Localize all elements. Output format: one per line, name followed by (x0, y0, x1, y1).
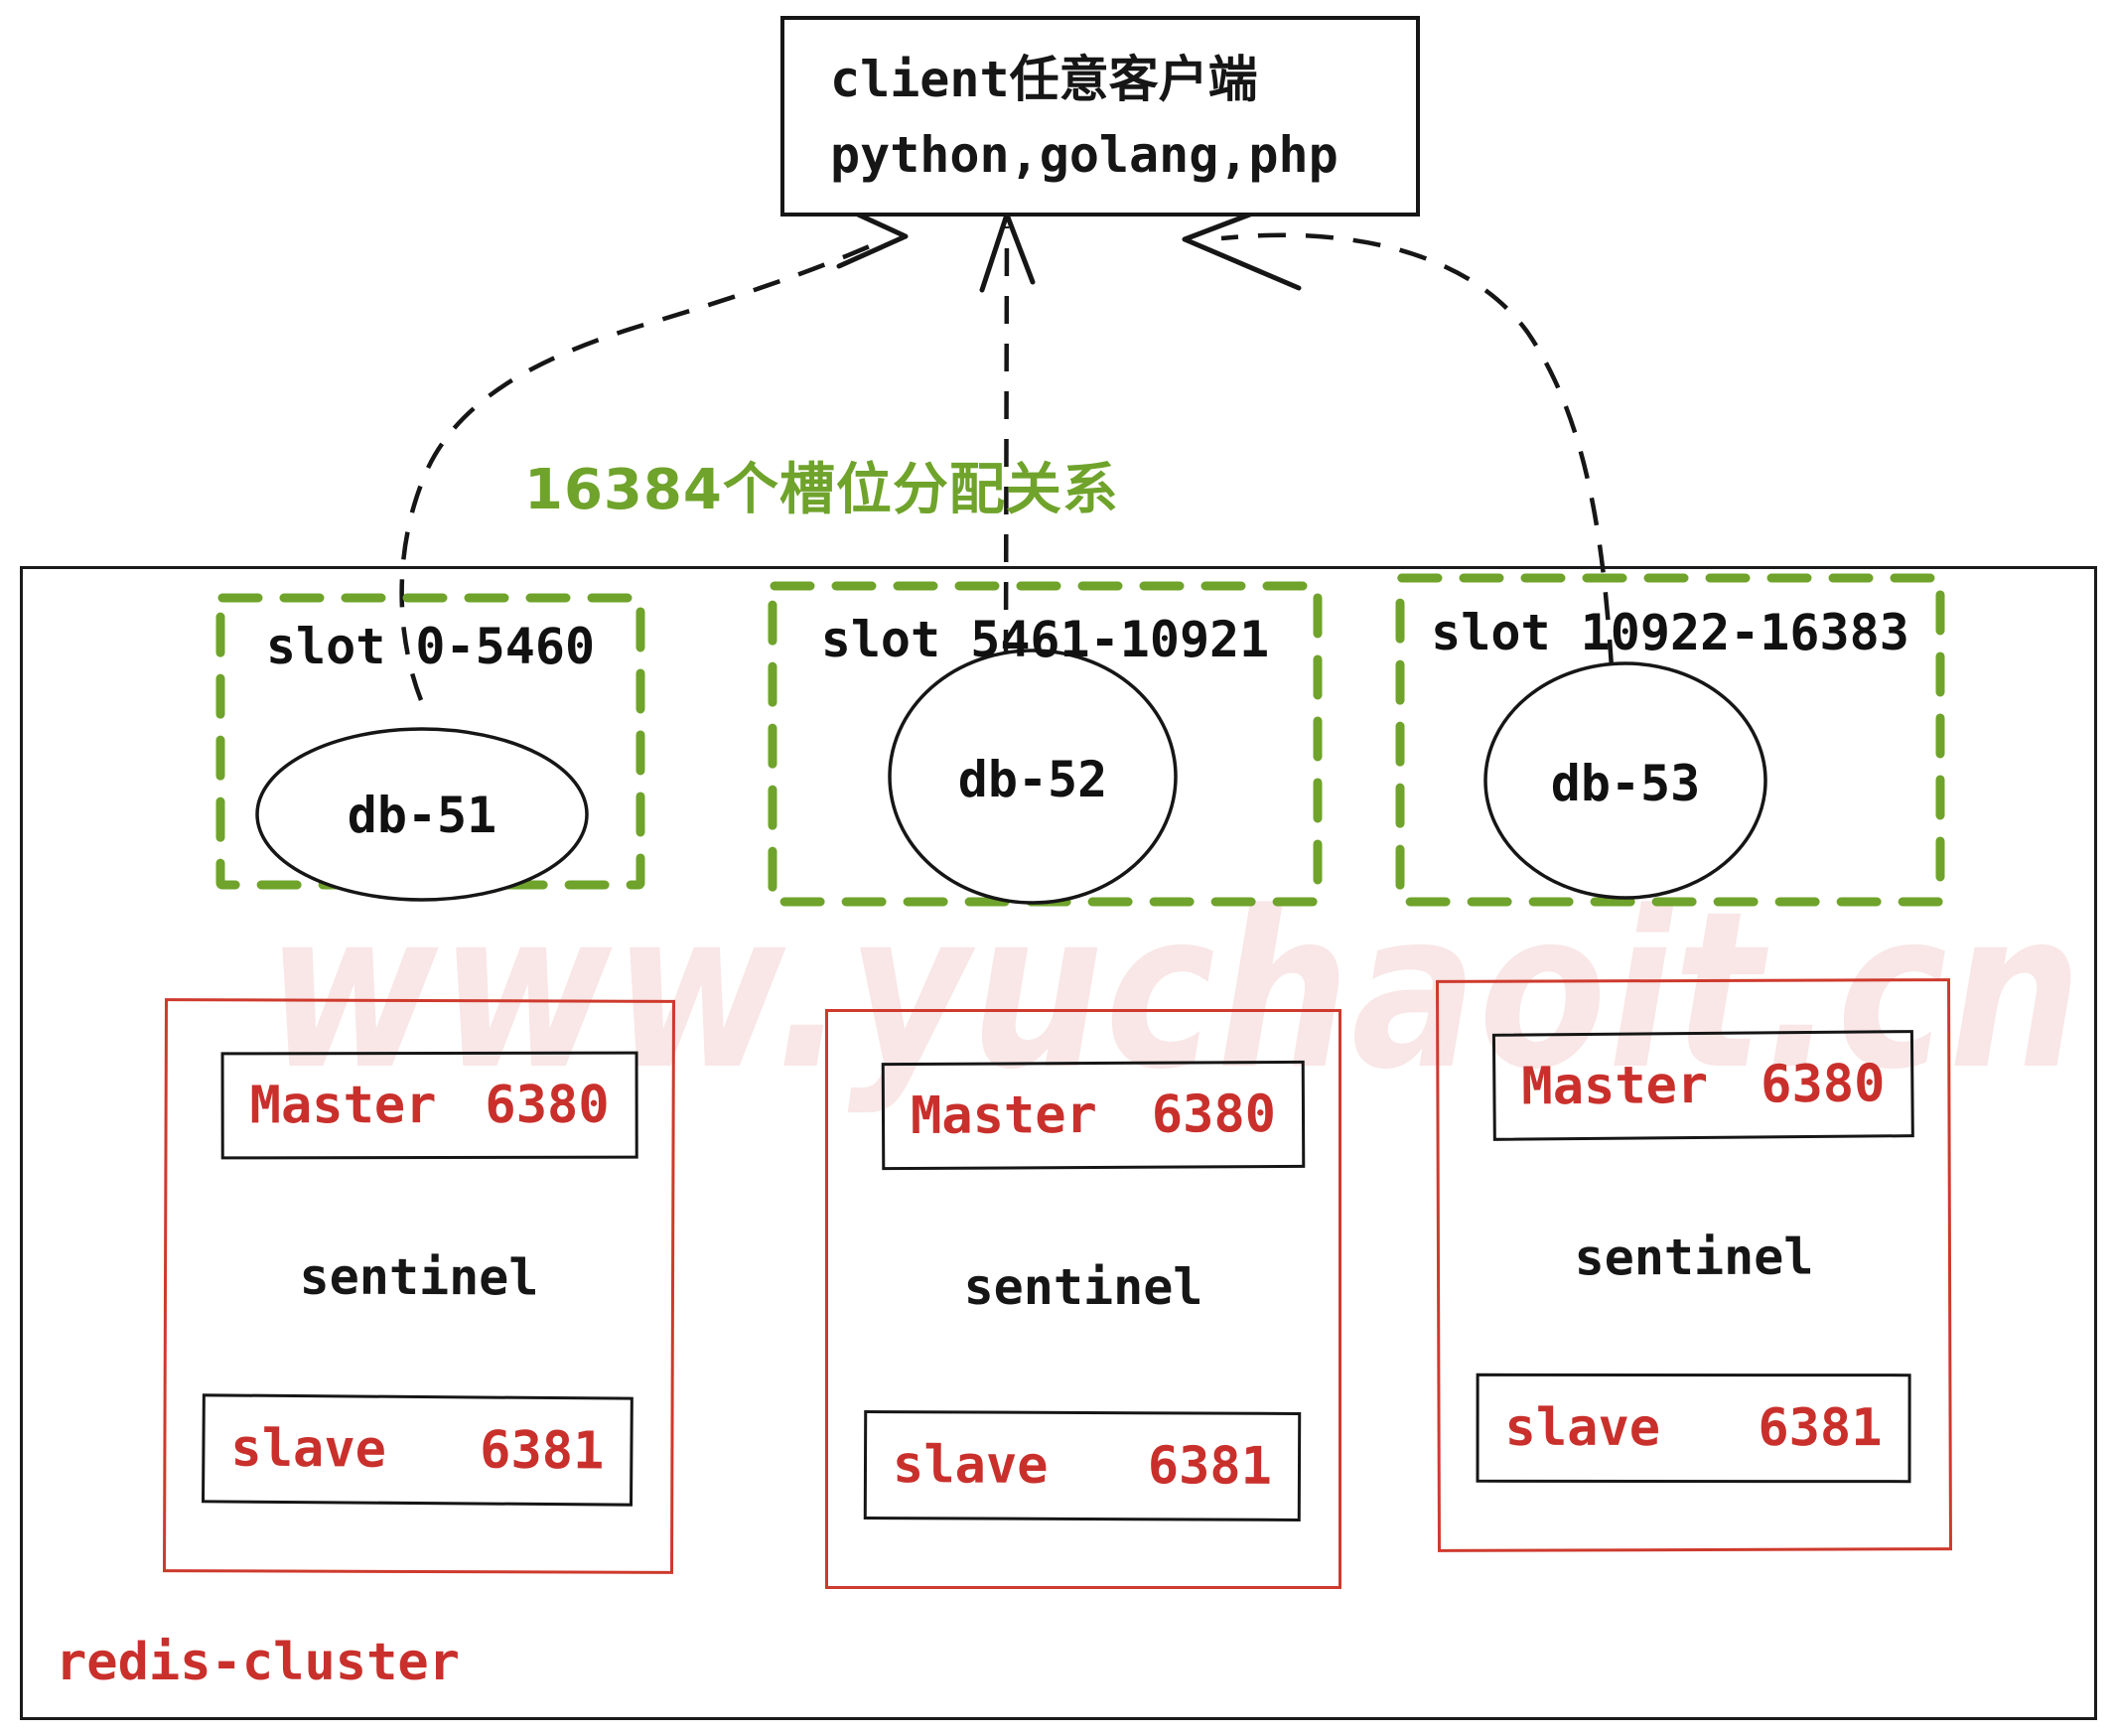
redis-node-3: Master 6380 sentinel slave 6381 (1435, 978, 1953, 1552)
db-51-label: db-51 (347, 787, 497, 844)
arrowhead-left (836, 211, 909, 269)
redis-node-1: Master 6380 sentinel slave 6381 (162, 998, 676, 1574)
master-box-1: Master 6380 (220, 1051, 638, 1160)
master-label: Master (1521, 1055, 1709, 1117)
slave-label: slave (1504, 1397, 1661, 1458)
slave-port: 6381 (1147, 1436, 1273, 1497)
master-box-3: Master 6380 (1491, 1030, 1914, 1141)
slave-box-1: slave 6381 (201, 1393, 634, 1507)
redis-cluster-container-box (20, 566, 2097, 1720)
watermark-text: www.yuchaoit.cn (266, 866, 2083, 1117)
redis-cluster-label: redis-cluster (56, 1633, 460, 1692)
sentinel-label-3: sentinel (1574, 1228, 1814, 1287)
slave-box-3: slave 6381 (1476, 1373, 1911, 1484)
redis-node-2: Master 6380 sentinel slave 6381 (825, 1009, 1341, 1589)
master-label: Master (249, 1076, 437, 1136)
master-port: 6380 (1151, 1085, 1277, 1145)
slave-label: slave (892, 1435, 1049, 1496)
db-53-label: db-53 (1550, 755, 1701, 812)
client-box: client任意客户端 python,golang,php (780, 16, 1420, 217)
sentinel-label-1: sentinel (299, 1247, 539, 1307)
master-box-2: Master 6380 (881, 1060, 1306, 1171)
slave-box-2: slave 6381 (863, 1410, 1302, 1521)
master-port: 6380 (485, 1075, 610, 1135)
client-line2: python,golang,php (830, 126, 1339, 184)
slave-label: slave (230, 1418, 387, 1480)
slave-port: 6381 (479, 1420, 605, 1482)
arrowhead-middle (979, 212, 1036, 293)
db-52-label: db-52 (957, 751, 1108, 808)
slot-range-label-3: slot 10922-16383 (1431, 604, 1909, 661)
master-label: Master (910, 1085, 1098, 1146)
slave-port: 6381 (1758, 1398, 1883, 1459)
slot-range-label-2: slot 5461-10921 (820, 611, 1270, 668)
slot-range-label-1: slot 0-5460 (265, 618, 596, 675)
slots-allocation-note: 16384个槽位分配关系 (524, 458, 1119, 522)
client-line1: client任意客户端 (830, 51, 1258, 108)
master-port: 6380 (1760, 1054, 1886, 1115)
sentinel-label-2: sentinel (963, 1258, 1203, 1316)
